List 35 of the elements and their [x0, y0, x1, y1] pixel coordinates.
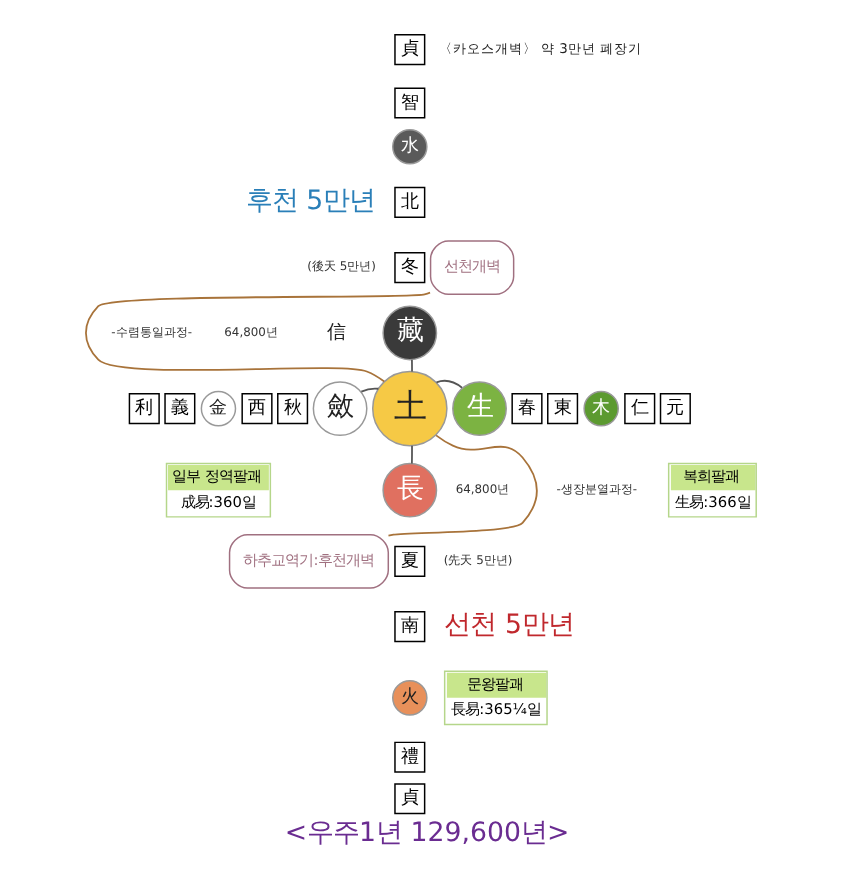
- connector: [434, 379, 462, 389]
- connector: [359, 387, 379, 393]
- node-circle: 木: [582, 390, 618, 427]
- node-circle: 土: [371, 370, 447, 447]
- node-circle: 火: [391, 680, 427, 716]
- node-box: 北: [393, 186, 425, 218]
- node-box: 夏: [393, 545, 425, 577]
- node-circle: 斂: [311, 381, 367, 437]
- node-box: 智: [393, 87, 425, 119]
- node-circle: 生: [451, 381, 506, 437]
- node-box: 秋: [276, 393, 308, 425]
- connector: [410, 358, 412, 373]
- label: 信: [326, 321, 347, 344]
- node-box: 西: [240, 393, 272, 425]
- node-box: 利: [127, 393, 159, 425]
- node-box: 冬: [393, 252, 425, 284]
- label: 후천 5만년: [244, 186, 375, 217]
- node-box: 貞: [393, 783, 425, 815]
- connector: [410, 444, 412, 465]
- node-box: 春: [510, 393, 542, 425]
- node-circle: 長: [381, 462, 437, 518]
- node-box: 元: [658, 393, 690, 425]
- node-box: 하추교역기:후천개벽: [227, 533, 389, 589]
- node-box: 선천개벽: [428, 240, 514, 296]
- node-box: 貞: [393, 34, 425, 66]
- node-box: 義: [163, 393, 195, 425]
- node-circle: 藏: [381, 305, 437, 361]
- node-box: 仁: [623, 393, 655, 425]
- node-box: 南: [393, 611, 425, 643]
- node-circle: 金: [199, 390, 236, 427]
- caption: <우주1년 129,600년>: [283, 818, 569, 849]
- label: 선천 5만년: [443, 611, 573, 642]
- node-box: 東: [546, 393, 578, 425]
- node-circle: 水: [391, 128, 427, 165]
- node-box: 禮: [393, 741, 425, 773]
